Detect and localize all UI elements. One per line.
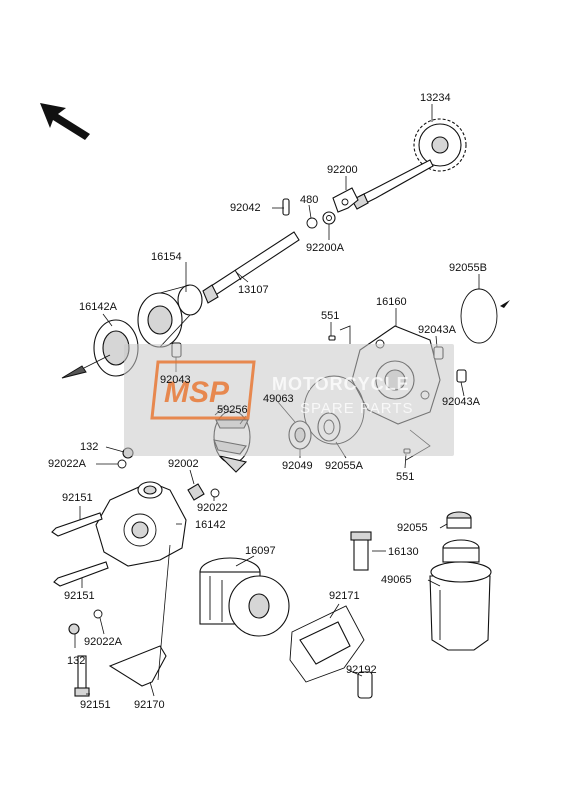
bolt-92192: [357, 671, 373, 699]
pin-92043a-lower: [456, 369, 467, 383]
callout-551-lower: 551: [396, 471, 415, 483]
callout-16142: 16142: [195, 519, 226, 531]
callout-92151-c: 92151: [80, 699, 111, 711]
oil-filter: [199, 557, 290, 637]
callout-16142a: 16142A: [79, 301, 117, 313]
pump-shaft: [202, 231, 300, 304]
callout-92192: 92192: [346, 664, 377, 676]
callout-92043a-lower: 92043A: [442, 396, 480, 408]
pin: [282, 198, 290, 216]
clamp-92171: [289, 605, 365, 683]
washer-92022a-lower: [93, 609, 103, 619]
msp-logo: MSP: [150, 360, 256, 420]
watermark-line2: SPARE PARTS: [300, 400, 414, 417]
watermark-line1: MOTORCYCLE: [272, 374, 410, 394]
callout-132-upper: 132: [80, 441, 99, 453]
circlip: [306, 217, 318, 229]
callout-16130: 16130: [388, 546, 419, 558]
oil-strainer: [429, 539, 492, 651]
callout-92055b: 92055B: [449, 262, 487, 274]
bolt-92002: [187, 483, 220, 501]
callout-59256: 59256: [217, 404, 248, 416]
callout-92171: 92171: [329, 590, 360, 602]
bolt-132-lower: [68, 623, 80, 635]
callout-49063: 49063: [263, 393, 294, 405]
front-direction-arrow: [40, 103, 90, 140]
oil-pump-sprocket: [413, 118, 467, 172]
bolt-92151-a: [51, 512, 103, 537]
callout-92151-a: 92151: [62, 492, 93, 504]
callout-92002: 92002: [168, 458, 199, 470]
callout-92170: 92170: [134, 699, 165, 711]
dowel-upper: [328, 335, 336, 341]
callout-13107: 13107: [238, 284, 269, 296]
fitting-16130: [350, 531, 372, 571]
callout-92049: 92049: [282, 460, 313, 472]
callout-49065: 49065: [381, 574, 412, 586]
callout-92055a: 92055A: [325, 460, 363, 472]
callout-13234: 13234: [420, 92, 451, 104]
callout-92200a: 92200A: [306, 242, 344, 254]
bracket-92170: [108, 645, 167, 687]
callout-132-lower: 132: [67, 655, 86, 667]
bolt-92151-b: [53, 561, 109, 587]
callout-16154: 16154: [151, 251, 182, 263]
bolt-92151-c: [74, 655, 90, 697]
callout-92200: 92200: [327, 164, 358, 176]
callout-92043a-upper: 92043A: [418, 324, 456, 336]
o-ring-92055b: [460, 288, 498, 344]
callout-92042: 92042: [230, 202, 261, 214]
svg-text:MSP: MSP: [164, 376, 230, 409]
cap-92055: [446, 511, 472, 529]
callout-16097: 16097: [245, 545, 276, 557]
pump-drive-shaft: [351, 159, 434, 210]
callout-480: 480: [300, 194, 319, 206]
callout-16160: 16160: [376, 296, 407, 308]
inner-rotor: [137, 284, 203, 348]
callout-92022: 92022: [197, 502, 228, 514]
callout-551-upper: 551: [321, 310, 340, 322]
clip-plate: [332, 187, 359, 213]
callout-92022a-upper: 92022A: [48, 458, 86, 470]
callout-92043: 92043: [160, 374, 191, 386]
callout-92055: 92055: [397, 522, 428, 534]
callout-92022a-lower: 92022A: [84, 636, 122, 648]
washer: [322, 211, 336, 225]
water-pump-body: [95, 481, 187, 567]
callout-92151-b: 92151: [64, 590, 95, 602]
